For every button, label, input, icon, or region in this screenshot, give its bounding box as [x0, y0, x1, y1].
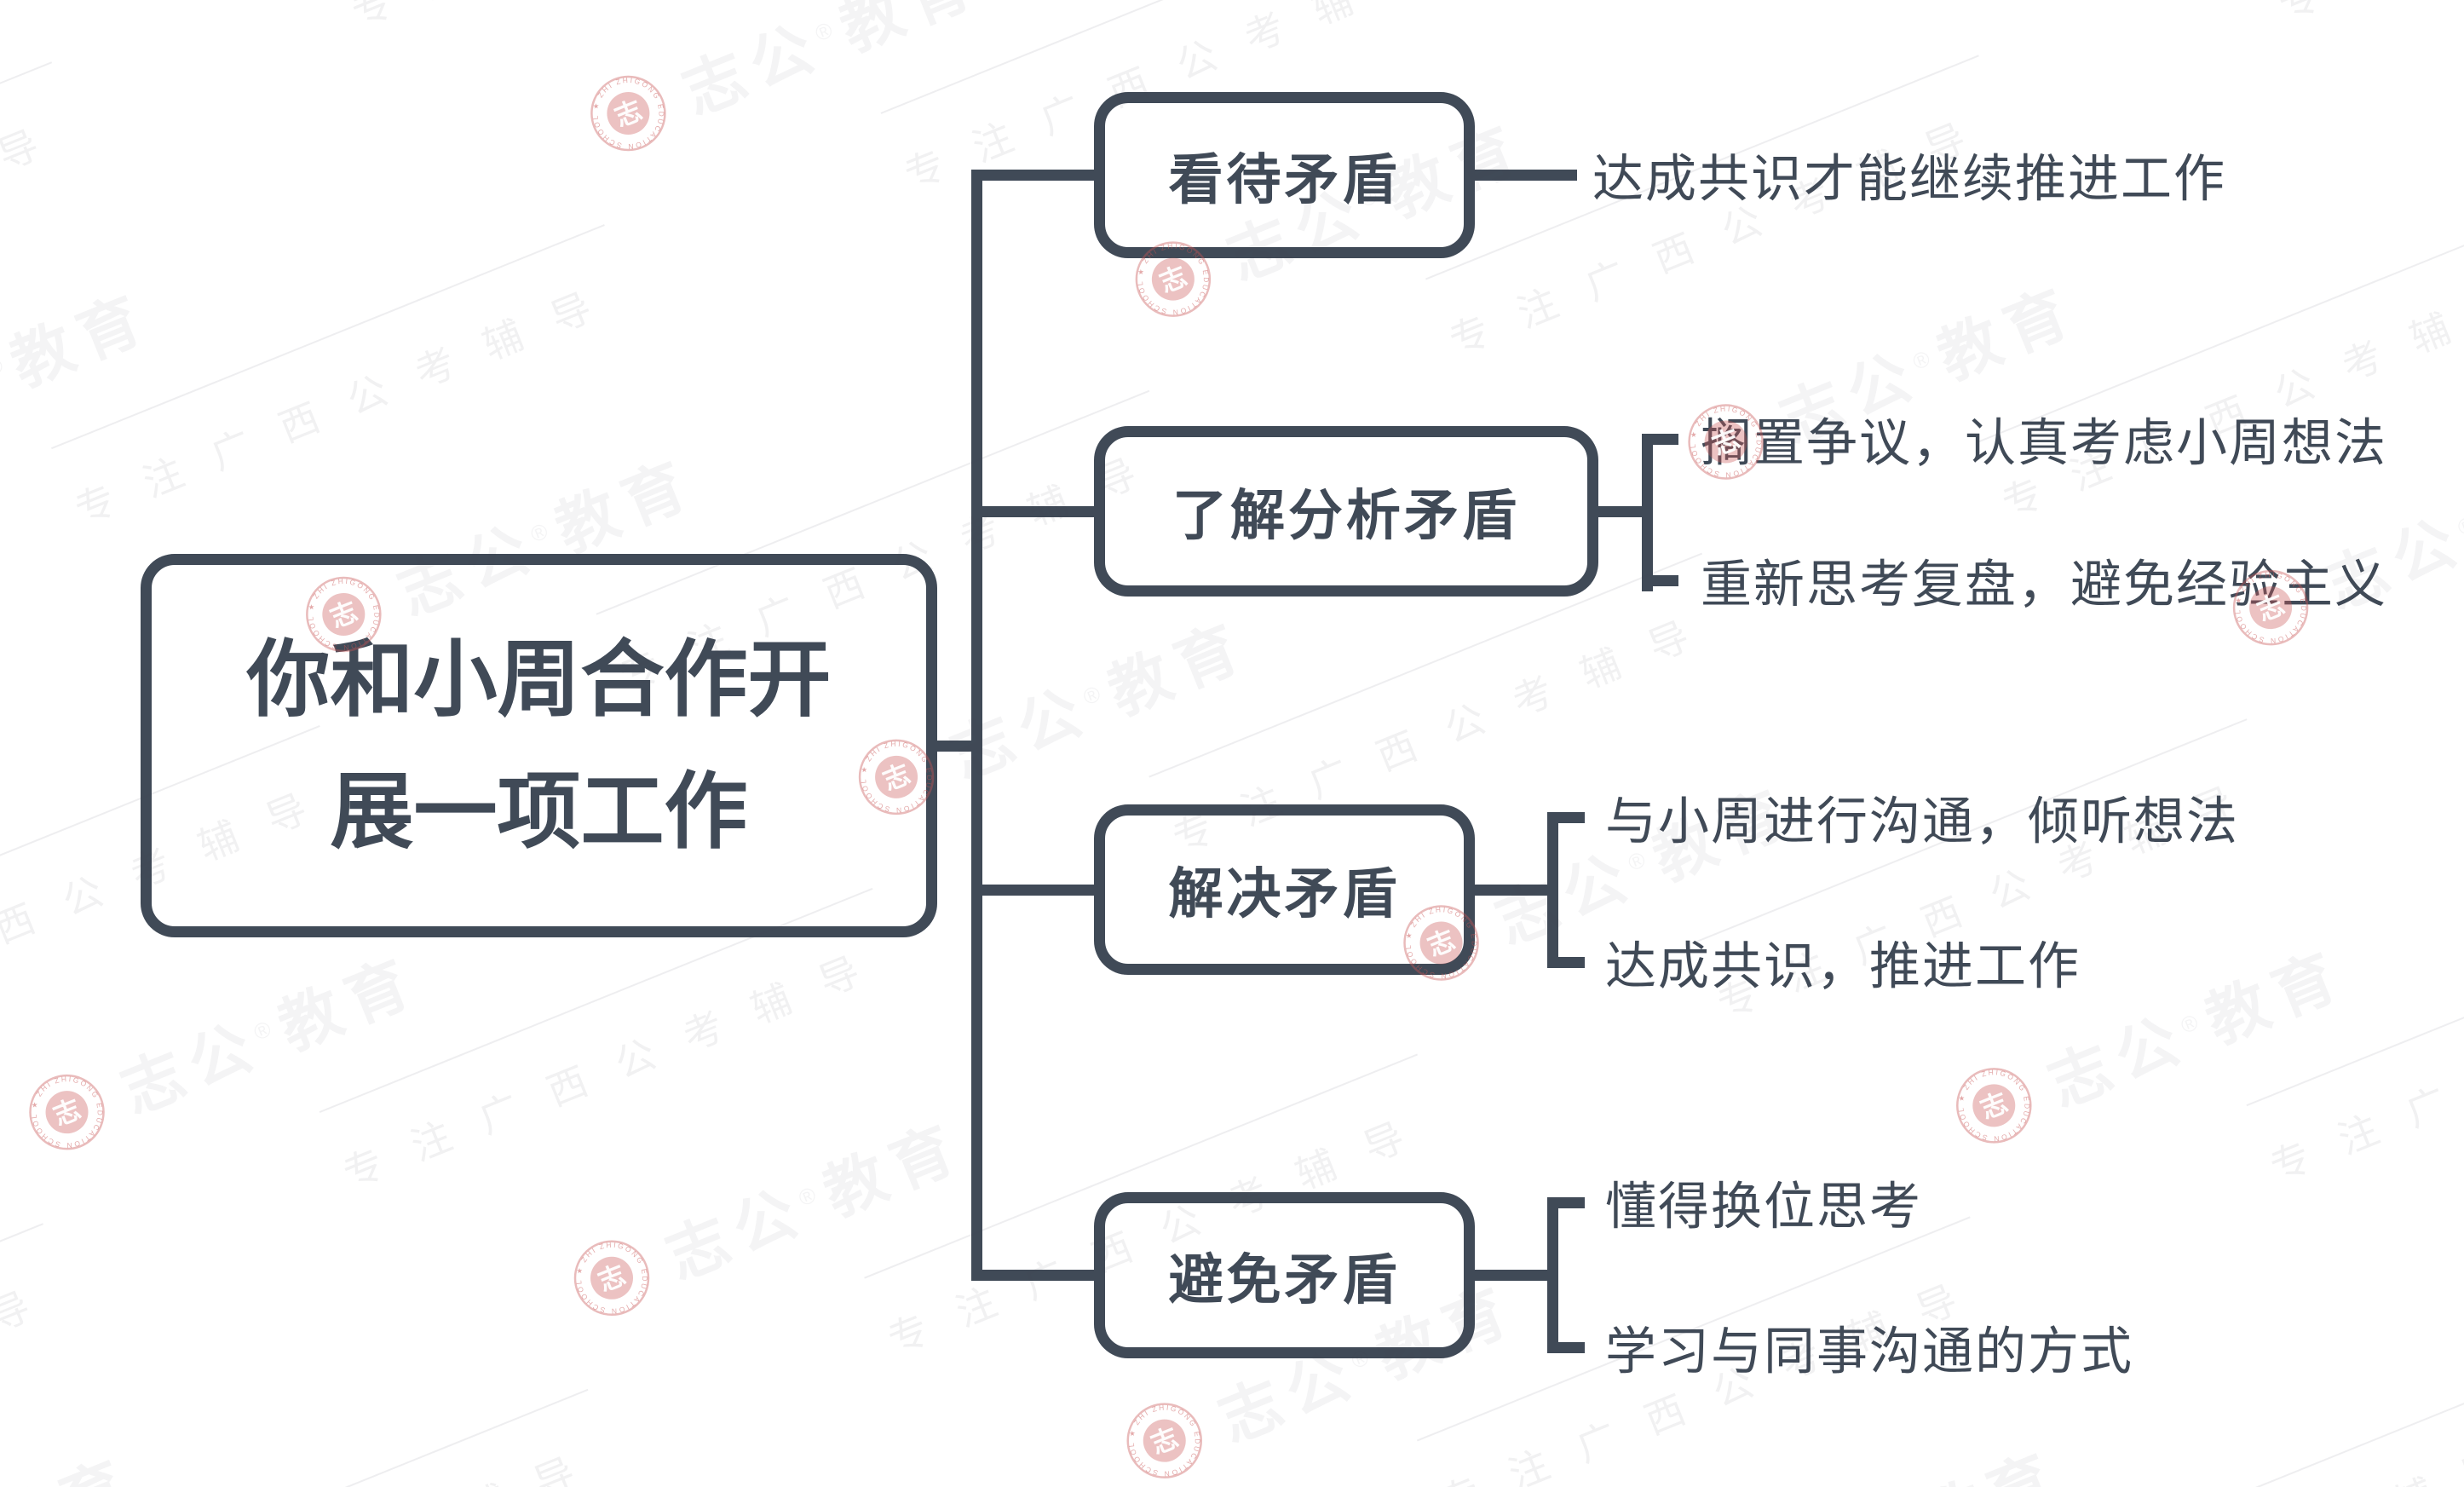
branch-label-3: 解决矛盾: [1168, 863, 1401, 925]
connector-root-to-trunk: [937, 741, 982, 752]
connector-child-1-1: [1475, 170, 1577, 181]
branch-label-1: 看待矛盾: [1168, 148, 1401, 210]
tick-child-2-1: [1642, 434, 1678, 445]
branch-label-2: 了解分析矛盾: [1172, 485, 1520, 546]
connector-branch-1: [971, 170, 1094, 181]
child-label-1-1: 达成共识才能继续推进工作: [1592, 150, 2226, 208]
bracket-vertical-3: [1547, 812, 1558, 968]
tick-child-3-2: [1547, 957, 1585, 968]
branch-node-2: 了解分析矛盾: [1094, 426, 1598, 597]
child-label-4-1: 懂得换位思考: [1605, 1178, 1922, 1236]
tick-child-2-2: [1642, 575, 1678, 586]
connector-branch-4: [971, 1270, 1094, 1281]
tick-child-4-2: [1547, 1342, 1585, 1353]
branch-node-3: 解决矛盾: [1094, 804, 1475, 975]
tick-child-3-1: [1547, 812, 1585, 823]
root-title-line-1: 你和小周合作开: [246, 632, 832, 727]
branch-node-4: 避免矛盾: [1094, 1192, 1475, 1358]
tick-child-4-1: [1547, 1197, 1585, 1208]
root-title-line-2: 展一项工作: [330, 764, 748, 858]
bracket-stub-3: [1475, 885, 1547, 896]
child-label-4-2: 学习与同事沟通的方式: [1605, 1323, 2133, 1380]
child-label-2-1: 搁置争议，认真考虑小周想法: [1701, 414, 2387, 472]
bracket-stub-4: [1475, 1270, 1547, 1281]
connector-branch-3: [971, 885, 1094, 896]
bracket-vertical-2: [1642, 434, 1653, 591]
root-node: 你和小周合作开 展一项工作: [141, 554, 937, 937]
bracket-vertical-4: [1547, 1197, 1558, 1353]
child-label-3-1: 与小周进行沟通，倾听想法: [1605, 792, 2239, 850]
bracket-stub-2: [1598, 506, 1642, 517]
trunk-line: [971, 170, 982, 1281]
child-label-2-2: 重新思考复盘，避免经验主义: [1701, 556, 2387, 614]
branch-node-1: 看待矛盾: [1094, 92, 1475, 258]
connector-branch-2: [971, 506, 1094, 517]
branch-label-4: 避免矛盾: [1168, 1248, 1401, 1311]
child-label-3-2: 达成共识，推进工作: [1605, 937, 2081, 995]
